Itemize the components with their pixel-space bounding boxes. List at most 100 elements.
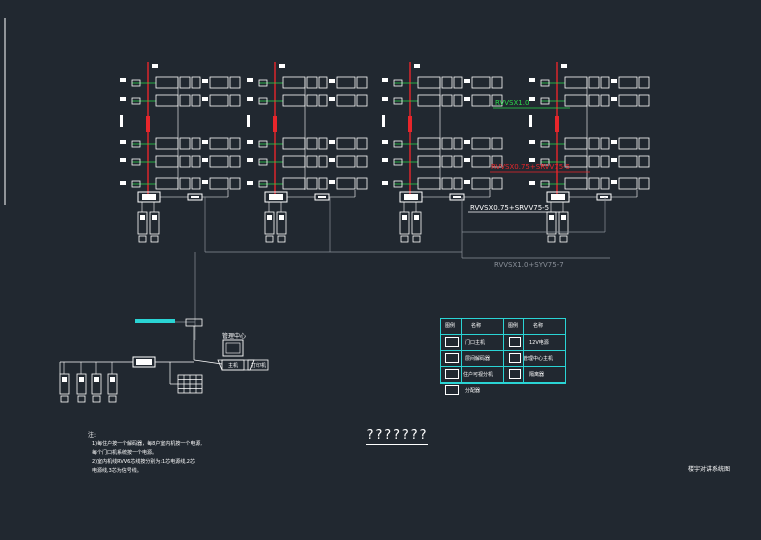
indoor-unit-icon <box>306 76 318 89</box>
power-supply-base <box>108 395 117 403</box>
decoder-box <box>393 180 403 188</box>
indoor-unit-box <box>209 177 229 190</box>
power-supply-box <box>276 211 287 235</box>
indoor-unit-icon <box>453 137 463 150</box>
indoor-unit-box <box>209 94 229 107</box>
decoder-box <box>258 158 268 166</box>
indoor-unit-icon <box>638 76 650 89</box>
isolator-fill <box>600 196 608 198</box>
floor-marker <box>611 79 617 83</box>
indoor-unit-box <box>564 76 588 89</box>
power-supply-fill <box>140 215 145 220</box>
indoor-unit-icon <box>600 94 610 107</box>
indoor-unit-box <box>471 94 491 107</box>
floor-marker <box>120 78 126 82</box>
door-station-fill <box>142 194 156 200</box>
indoor-unit-icon <box>318 76 328 89</box>
legend-header-symbol: 图例 <box>445 323 456 329</box>
decoder-box <box>258 140 268 148</box>
indoor-unit-icon <box>306 137 318 150</box>
floor-marker <box>247 181 253 185</box>
power-supply-base <box>77 395 86 403</box>
floor-marker <box>202 97 208 101</box>
decoder-box <box>258 79 268 87</box>
indoor-unit-box <box>471 76 491 89</box>
indoor-unit-box <box>417 137 441 150</box>
indoor-unit-box <box>282 137 306 150</box>
floor-marker <box>611 180 617 184</box>
indoor-unit-box <box>618 76 638 89</box>
indoor-unit-box <box>618 94 638 107</box>
cable-label-rvv-top: RVVSX1.0 <box>495 99 530 107</box>
power-supply-fill <box>402 215 407 220</box>
indoor-unit-icon <box>588 76 600 89</box>
power-supply-box <box>399 211 410 235</box>
management-hub-fill <box>136 359 152 365</box>
indoor-unit-icon <box>179 177 191 190</box>
cable-label-rvv-mid: RVVSX0.75+SRVV75-5 <box>491 163 571 171</box>
indoor-unit-box <box>155 137 179 150</box>
indoor-unit-icon <box>356 155 368 168</box>
indoor-unit-icon <box>229 94 241 107</box>
power-supply-base <box>60 395 69 403</box>
power-supply-fill <box>62 377 67 382</box>
indoor-unit-icon <box>491 76 503 89</box>
indoor-unit-box <box>209 155 229 168</box>
door-station-fill <box>551 194 565 200</box>
indoor-unit-box <box>155 94 179 107</box>
indoor-unit-icon <box>191 137 201 150</box>
power-supply-box <box>59 373 70 395</box>
floor-marker <box>202 79 208 83</box>
indoor-unit-icon <box>453 76 463 89</box>
legend-item-name: 管理中心主机 <box>523 356 554 362</box>
indoor-unit-box <box>564 137 588 150</box>
network-cable <box>193 359 223 365</box>
power-supply-base <box>277 235 286 243</box>
decoder-box <box>131 158 141 166</box>
hub-box <box>185 318 203 327</box>
power-supply-base <box>412 235 421 243</box>
network-wiring <box>59 107 610 403</box>
indoor-unit-icon <box>191 76 201 89</box>
cable-label-rvv-bottom: RVVSX1.0+SYV75-7 <box>494 261 564 269</box>
riser-break <box>555 116 559 132</box>
indoor-unit-icon <box>441 155 453 168</box>
power-supply-base <box>138 235 147 243</box>
indoor-unit-box <box>417 94 441 107</box>
floor-marker <box>382 97 388 101</box>
decoder-box <box>540 180 550 188</box>
indoor-unit-box <box>618 155 638 168</box>
power-supply-box <box>411 211 422 235</box>
cable-label-rvv-lower: RVVSX0.75+SRVV75-5 <box>470 204 550 212</box>
indoor-unit-box <box>336 76 356 89</box>
riser-break <box>408 116 412 132</box>
printer-box <box>247 359 269 371</box>
notes-line: 每个门口机系统按一个电源。 <box>92 450 158 456</box>
decoder-box <box>258 180 268 188</box>
decoder-box <box>131 140 141 148</box>
decoder-box <box>131 79 141 87</box>
building <box>529 62 650 243</box>
floor-marker <box>120 158 126 162</box>
indoor-unit-icon <box>356 94 368 107</box>
floor-marker <box>561 64 567 68</box>
power-supply-fill <box>561 215 566 220</box>
floor-marker <box>464 97 470 101</box>
decoder-box <box>131 97 141 105</box>
floor-marker <box>120 181 126 185</box>
indoor-unit-box <box>618 137 638 150</box>
indoor-unit-icon <box>229 155 241 168</box>
indoor-unit-icon <box>600 76 610 89</box>
indoor-unit-icon <box>588 155 600 168</box>
indoor-unit-icon <box>191 177 201 190</box>
floor-marker <box>611 158 617 162</box>
legend-item-name: 12V电源 <box>529 340 549 346</box>
indoor-unit-icon <box>306 155 318 168</box>
floor-marker <box>202 158 208 162</box>
power-supply-fill <box>79 377 84 382</box>
decoder-box <box>393 158 403 166</box>
legend-header-name: 名称 <box>471 323 482 329</box>
floor-marker <box>464 79 470 83</box>
legend-item-name: 层间解码器 <box>465 356 491 362</box>
power-supply-fill <box>152 215 157 220</box>
